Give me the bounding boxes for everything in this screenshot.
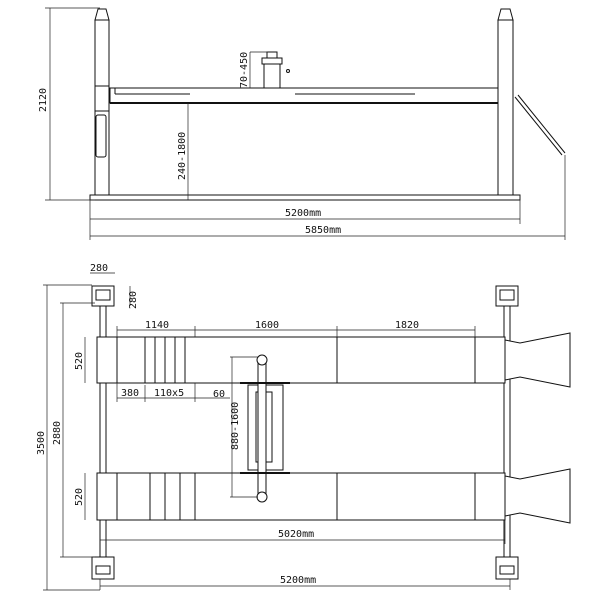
dim-post-width: 280 — [90, 263, 108, 274]
rolling-jack — [240, 354, 290, 503]
dim-1140: 1140 — [145, 320, 169, 331]
oil-tank — [95, 114, 107, 158]
ramp-side — [514, 96, 563, 156]
dim-520-bottom: 520 — [74, 488, 85, 506]
base-plate — [89, 194, 521, 201]
left-post — [94, 8, 110, 196]
dim-60: 60 — [213, 389, 225, 400]
dim-slots: 110x5 — [154, 388, 184, 399]
dim-5200-side: 5200mm — [285, 208, 321, 219]
dim-post-depth: 280 — [128, 291, 139, 309]
side-view: 2120 240-1800 70-450 5200mm 5850mm — [38, 7, 566, 240]
dim-3500: 3500 — [36, 431, 47, 455]
runway-side — [109, 87, 499, 104]
dim-520-top: 520 — [74, 352, 85, 370]
jack — [261, 51, 290, 89]
dim-jack-height: 70-450 — [239, 52, 250, 88]
right-post — [497, 8, 514, 196]
dim-380: 380 — [121, 388, 139, 399]
dim-lift-height: 240-1800 — [177, 132, 188, 180]
dim-jack-range: 880-1600 — [230, 402, 241, 450]
dim-1600: 1600 — [255, 320, 279, 331]
power-unit — [94, 85, 110, 112]
dim-2880: 2880 — [52, 421, 63, 445]
runway-top — [96, 332, 571, 388]
dim-2120: 2120 — [38, 88, 49, 112]
runway-bottom — [96, 468, 571, 524]
dim-1820: 1820 — [395, 320, 419, 331]
plan-view: 280 280 3500 2880 520 520 1140 1600 1820… — [36, 263, 571, 591]
dim-5850: 5850mm — [305, 225, 341, 236]
dim-5020: 5020mm — [278, 529, 314, 540]
posts — [91, 285, 519, 580]
dim-5200-plan: 5200mm — [280, 575, 316, 586]
